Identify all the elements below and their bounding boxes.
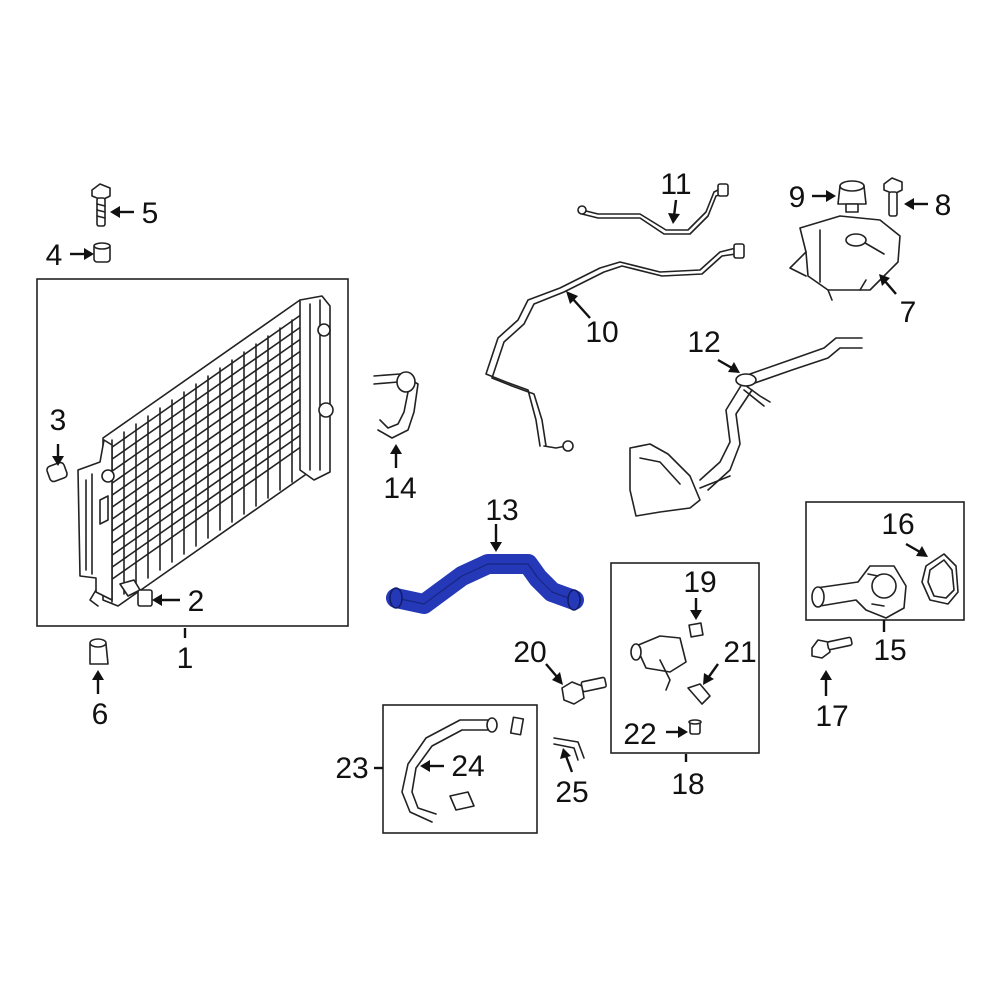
callout-19: 19 <box>683 566 716 599</box>
hose-24-part[interactable] <box>401 716 525 823</box>
callout-20: 20 <box>513 636 546 669</box>
line-11-part[interactable] <box>577 183 729 235</box>
callout-21: 21 <box>723 636 756 669</box>
callout-7: 7 <box>900 296 917 329</box>
hose-12-part[interactable] <box>629 337 863 517</box>
mount-part[interactable] <box>89 638 109 665</box>
clip-19-part[interactable] <box>688 622 704 638</box>
callout-17: 17 <box>815 700 848 733</box>
gasket-part[interactable] <box>921 553 959 605</box>
bolt-5-part[interactable] <box>91 183 111 227</box>
callout-24: 24 <box>451 750 484 783</box>
line-10-part[interactable] <box>485 243 745 452</box>
bolt-17-part[interactable] <box>811 636 853 659</box>
sensor-part[interactable] <box>119 579 153 607</box>
callout-labels: 1 2 3 4 5 6 7 8 9 10 11 12 13 14 15 16 1… <box>46 168 952 809</box>
callout-16: 16 <box>881 508 914 541</box>
hose-13-highlighted-part[interactable] <box>386 554 584 614</box>
callout-8: 8 <box>935 189 952 222</box>
callout-2: 2 <box>188 585 205 618</box>
callout-23: 23 <box>335 752 368 785</box>
callout-15: 15 <box>873 634 906 667</box>
callout-10: 10 <box>585 316 618 349</box>
bolt-8-part[interactable] <box>883 177 903 217</box>
radiator-part[interactable] <box>77 295 334 607</box>
radiator-group-box <box>36 278 349 627</box>
sensor-21-part[interactable] <box>687 683 711 705</box>
callout-22: 22 <box>623 718 656 751</box>
callout-3: 3 <box>50 404 67 437</box>
valve-part[interactable] <box>630 635 687 691</box>
callout-4: 4 <box>46 239 63 272</box>
thermostat-housing-part[interactable] <box>811 565 907 619</box>
hose-25-part[interactable] <box>553 737 585 761</box>
reservoir-part[interactable] <box>789 215 901 301</box>
callout-1: 1 <box>177 642 194 675</box>
hose-14-part[interactable] <box>373 371 419 439</box>
callout-12: 12 <box>687 326 720 359</box>
pin-22-part[interactable] <box>688 719 702 735</box>
callout-9: 9 <box>789 181 806 214</box>
callout-14: 14 <box>383 472 416 505</box>
callout-25: 25 <box>555 776 588 809</box>
plug-part[interactable] <box>46 461 68 483</box>
valve-group-box <box>610 562 760 754</box>
callout-13: 13 <box>485 494 518 527</box>
callout-6: 6 <box>92 698 109 731</box>
bolt-20-part[interactable] <box>561 676 607 705</box>
callout-5: 5 <box>142 197 159 230</box>
cap-part[interactable] <box>837 180 867 213</box>
bushing-part[interactable] <box>93 242 111 263</box>
leader-arrows <box>52 190 928 773</box>
callout-18: 18 <box>671 768 704 801</box>
callout-11: 11 <box>660 168 691 201</box>
